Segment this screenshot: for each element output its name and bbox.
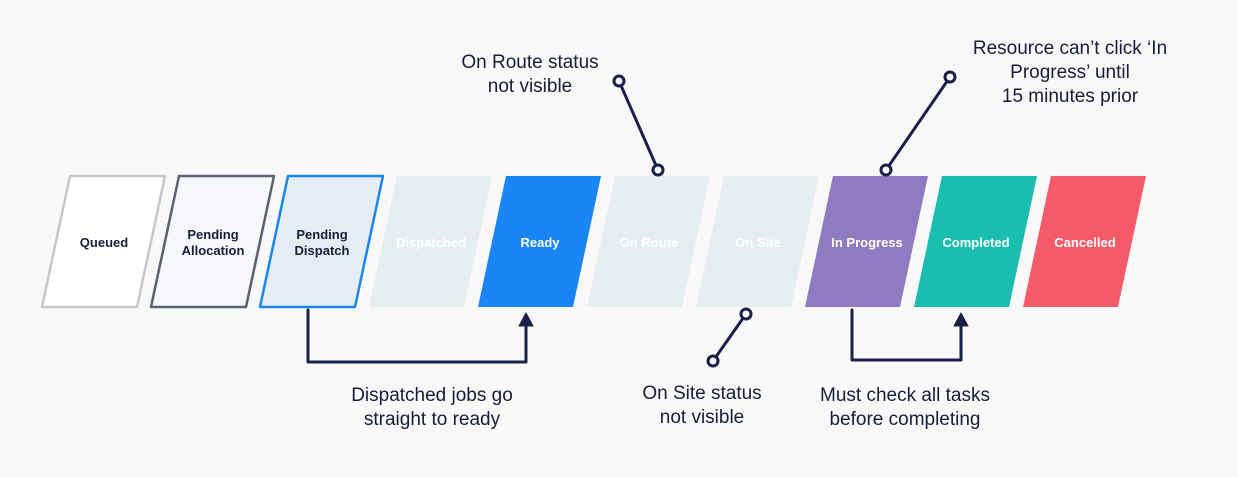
status-on-site [696,176,819,307]
status-label-queued: Queued [80,235,128,250]
dispatched-annotation: Dispatched jobs go straight to ready [351,385,513,430]
progress-to-completed-arrowhead [953,312,969,327]
status-label-on-route: On Route [620,235,679,250]
status-pending-dispatch [258,174,385,309]
on-site-pointer-start [706,354,720,368]
on-route-pointer-start [651,163,665,177]
status-pending-allocation [149,174,276,309]
in-progress-pointer-end [943,70,957,84]
on-route-annotation: On Route status not visible [461,52,599,97]
status-ready [478,176,601,307]
status-in-progress [805,176,928,307]
dispatch-to-ready-arrow [306,308,528,364]
on-site-pointer-end [739,307,753,321]
status-cancelled [1023,176,1146,307]
in-progress-pointer-start [879,163,893,177]
on-route-pointer-end [612,74,626,88]
dispatch-to-ready-arrowhead [518,312,534,327]
status-label-dispatched: Dispatched [396,235,466,250]
on-site-annotation: On Site status not visible [642,383,762,428]
status-queued [40,174,167,309]
in-progress-annotation: Resource can’t click ‘In Progress’ until… [972,38,1168,107]
status-label-completed: Completed [942,235,1009,250]
status-label-in-progress: In Progress [831,235,903,250]
status-on-route [587,176,710,307]
on-route-pointer-line [617,79,660,172]
on-site-pointer-line [711,312,748,363]
status-completed [914,176,1037,307]
progress-to-completed-arrow [850,308,963,362]
status-label-cancelled: Cancelled [1054,235,1115,250]
status-label-ready: Ready [520,235,560,250]
in-progress-pointer-line [884,75,952,172]
completing-annotation: Must check all tasks before completing [820,385,990,430]
status-dispatched [369,176,492,307]
status-label-on-site: On Site [735,235,781,250]
